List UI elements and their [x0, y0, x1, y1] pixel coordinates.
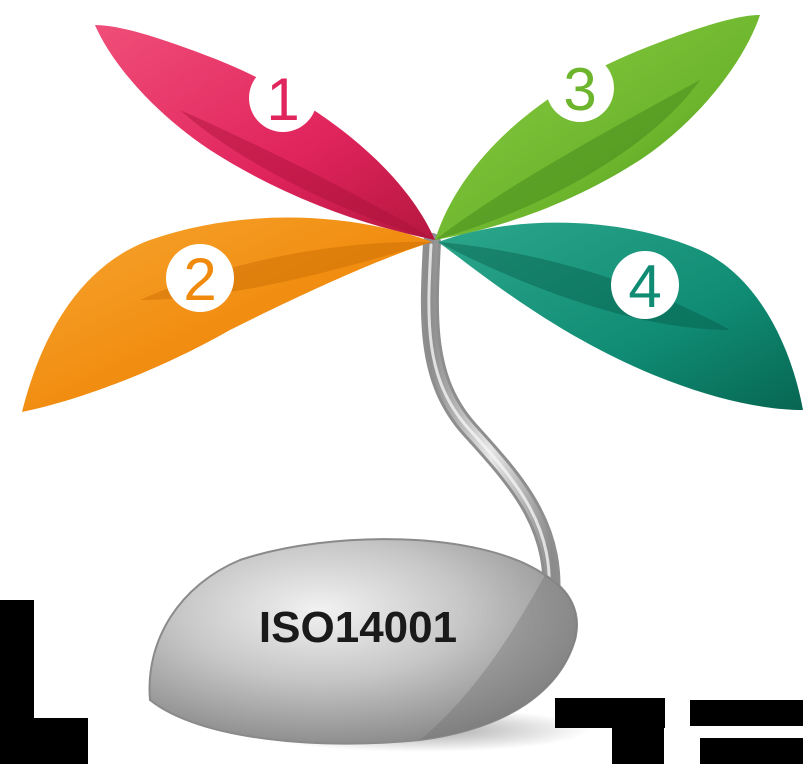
- leaf-2: 2: [22, 217, 432, 412]
- seed-label: ISO14001: [259, 603, 457, 652]
- leaf-4-number-badge: [611, 251, 679, 319]
- leaf-2-number: 2: [183, 246, 216, 313]
- leaf-1-number: 1: [266, 66, 299, 133]
- leaf-3-number-badge: [546, 54, 614, 122]
- seed: ISO14001: [148, 538, 578, 745]
- background-glyph-right: [555, 698, 803, 764]
- leaf-4: 4: [438, 222, 803, 410]
- leaf-1: 1: [95, 25, 435, 240]
- leaf-4-number: 4: [628, 253, 661, 320]
- leaf-3: 3: [435, 15, 760, 240]
- leaf-2-number-badge: [166, 244, 234, 312]
- leaf-3-number: 3: [563, 56, 596, 123]
- background-glyph-left: [0, 600, 88, 764]
- leaf-1-number-badge: [249, 64, 317, 132]
